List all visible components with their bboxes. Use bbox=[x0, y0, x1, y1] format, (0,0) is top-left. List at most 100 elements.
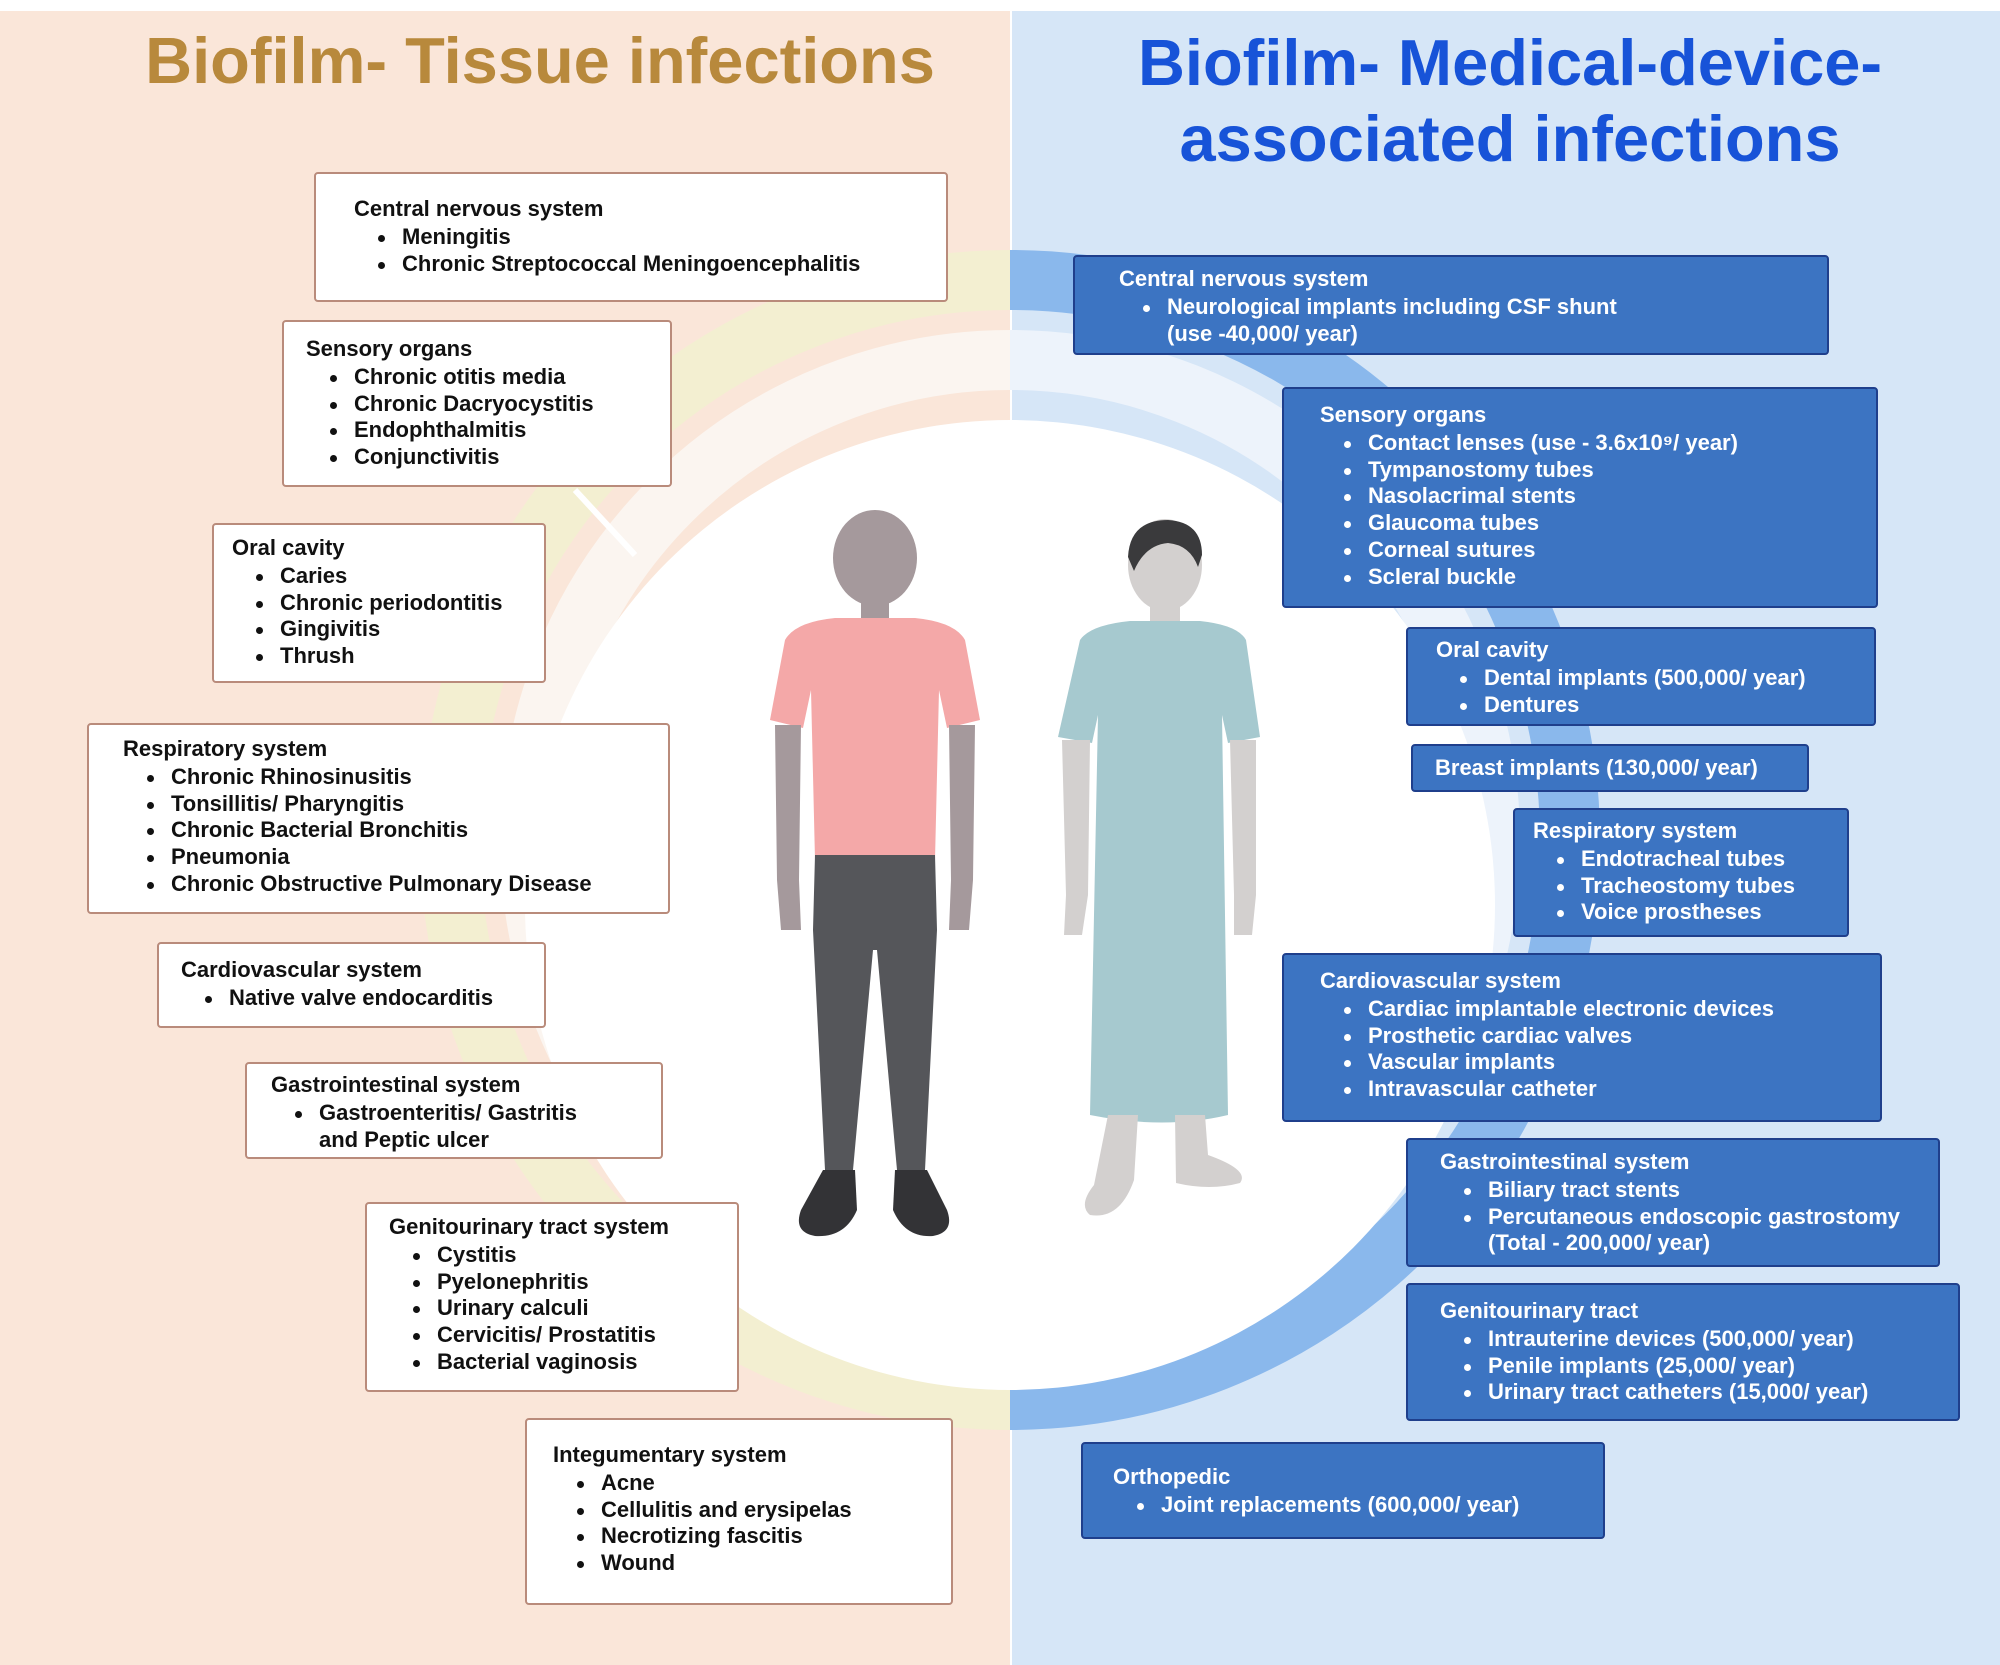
list-item: Chronic Streptococcal Meningoencephaliti… bbox=[378, 251, 946, 278]
list-item: Conjunctivitis bbox=[330, 444, 670, 471]
list-item: Biliary tract stents bbox=[1464, 1177, 1938, 1204]
list-item: Contact lenses (use - 3.6x10⁹/ year) bbox=[1344, 430, 1876, 457]
center-white-circle bbox=[530, 425, 1490, 1385]
list-item: Chronic Rhinosinusitis bbox=[147, 764, 668, 791]
box-list: Chronic otitis media Chronic Dacryocysti… bbox=[306, 364, 670, 471]
box-heading: Orthopedic bbox=[1113, 1464, 1231, 1489]
list-item: Urinary tract catheters (15,000/ year) bbox=[1464, 1379, 1958, 1406]
list-item: Chronic otitis media bbox=[330, 364, 670, 391]
box-list: Native valve endocarditis bbox=[181, 985, 544, 1012]
list-item: Neurological implants including CSF shun… bbox=[1143, 294, 1647, 348]
tissue-box-integumentary-system: Integumentary system Acne Cellulitis and… bbox=[525, 1418, 953, 1605]
box-heading: Integumentary system bbox=[553, 1442, 787, 1467]
list-item: Intravascular catheter bbox=[1344, 1076, 1880, 1103]
list-item: Thrush bbox=[256, 643, 544, 670]
box-heading: Gastrointestinal system bbox=[1440, 1149, 1690, 1174]
device-infections-title: Biofilm- Medical-device- associated infe… bbox=[1040, 25, 1980, 177]
list-item: Voice prostheses bbox=[1557, 899, 1847, 926]
list-item: Gastroenteritis/ Gastritis and Peptic ul… bbox=[295, 1100, 621, 1154]
box-list: Dental implants (500,000/ year) Dentures bbox=[1436, 665, 1874, 719]
list-item: Chronic Bacterial Bronchitis bbox=[147, 817, 668, 844]
list-item: Meningitis bbox=[378, 224, 946, 251]
person-left-shoe bbox=[798, 1170, 857, 1237]
tissue-box-gastrointestinal-system: Gastrointestinal system Gastroenteritis/… bbox=[245, 1062, 663, 1159]
patient-left-arm bbox=[1062, 740, 1090, 935]
box-list: Caries Chronic periodontitis Gingivitis … bbox=[232, 563, 544, 670]
box-heading: Breast implants (130,000/ year) bbox=[1435, 754, 1758, 780]
box-list: Acne Cellulitis and erysipelas Necrotizi… bbox=[553, 1470, 951, 1577]
box-list: Intrauterine devices (500,000/ year) Pen… bbox=[1440, 1326, 1958, 1406]
list-item: Glaucoma tubes bbox=[1344, 510, 1876, 537]
list-item: Corneal sutures bbox=[1344, 537, 1876, 564]
box-list: Joint replacements (600,000/ year) bbox=[1113, 1492, 1603, 1519]
box-heading: Oral cavity bbox=[232, 535, 345, 560]
box-list: Neurological implants including CSF shun… bbox=[1119, 294, 1787, 348]
list-item: Intrauterine devices (500,000/ year) bbox=[1464, 1326, 1958, 1353]
list-item: Native valve endocarditis bbox=[205, 985, 544, 1012]
box-heading: Cardiovascular system bbox=[1320, 968, 1561, 993]
tissue-box-sensory-organs: Sensory organs Chronic otitis media Chro… bbox=[282, 320, 672, 487]
box-list: Chronic Rhinosinusitis Tonsillitis/ Phar… bbox=[123, 764, 668, 898]
list-item: Gingivitis bbox=[256, 616, 544, 643]
person-figure bbox=[770, 510, 980, 1237]
list-item: Endophthalmitis bbox=[330, 417, 670, 444]
list-item: Bacterial vaginosis bbox=[413, 1349, 737, 1376]
list-item: Nasolacrimal stents bbox=[1344, 483, 1876, 510]
list-item: Wound bbox=[577, 1550, 951, 1577]
list-item: Vascular implants bbox=[1344, 1049, 1880, 1076]
list-item: Prosthetic cardiac valves bbox=[1344, 1023, 1880, 1050]
person-right-shoe bbox=[893, 1170, 950, 1237]
device-box-gastrointestinal-system: Gastrointestinal system Biliary tract st… bbox=[1406, 1138, 1940, 1267]
patient-right-leg bbox=[1175, 1115, 1242, 1187]
box-list: Meningitis Chronic Streptococcal Meningo… bbox=[354, 224, 946, 278]
box-heading: Sensory organs bbox=[1320, 402, 1487, 427]
list-item: Chronic Obstructive Pulmonary Disease bbox=[147, 871, 668, 898]
person-right-arm bbox=[949, 725, 975, 930]
box-heading: Genitourinary tract bbox=[1440, 1298, 1639, 1323]
list-item: Cardiac implantable electronic devices bbox=[1344, 996, 1880, 1023]
list-item: Pyelonephritis bbox=[413, 1269, 737, 1296]
tissue-infections-title: Biofilm- Tissue infections bbox=[90, 25, 990, 97]
list-item: Caries bbox=[256, 563, 544, 590]
list-item: Dentures bbox=[1460, 692, 1874, 719]
device-infections-title-line2: associated infections bbox=[1179, 102, 1841, 176]
list-item: Penile implants (25,000/ year) bbox=[1464, 1353, 1958, 1380]
device-box-oral-cavity: Oral cavity Dental implants (500,000/ ye… bbox=[1406, 627, 1876, 726]
box-heading: Gastrointestinal system bbox=[271, 1072, 521, 1097]
list-item: Tracheostomy tubes bbox=[1557, 873, 1847, 900]
list-item: Necrotizing fascitis bbox=[577, 1523, 951, 1550]
patient-figure bbox=[1058, 519, 1260, 1216]
list-item: Acne bbox=[577, 1470, 951, 1497]
list-item: Pneumonia bbox=[147, 844, 668, 871]
device-box-orthopedic: Orthopedic Joint replacements (600,000/ … bbox=[1081, 1442, 1605, 1539]
device-box-central-nervous-system: Central nervous system Neurological impl… bbox=[1073, 255, 1829, 355]
patient-left-leg bbox=[1084, 1115, 1138, 1216]
patient-hair bbox=[1128, 520, 1202, 571]
box-heading: Respiratory system bbox=[1533, 818, 1738, 843]
box-heading: Sensory organs bbox=[306, 336, 473, 361]
box-list: Cystitis Pyelonephritis Urinary calculi … bbox=[389, 1242, 737, 1376]
box-list: Endotracheal tubes Tracheostomy tubes Vo… bbox=[1533, 846, 1847, 926]
list-item: Percutaneous endoscopic gastrostomy (Tot… bbox=[1464, 1204, 1938, 1258]
list-item: Endotracheal tubes bbox=[1557, 846, 1847, 873]
tissue-box-genitourinary-system: Genitourinary tract system Cystitis Pyel… bbox=[365, 1202, 739, 1392]
device-box-genitourinary-tract: Genitourinary tract Intrauterine devices… bbox=[1406, 1283, 1960, 1421]
list-item: Cellulitis and erysipelas bbox=[577, 1497, 951, 1524]
list-item: Tonsillitis/ Pharyngitis bbox=[147, 791, 668, 818]
list-item: Joint replacements (600,000/ year) bbox=[1137, 1492, 1603, 1519]
list-item: Cystitis bbox=[413, 1242, 737, 1269]
list-item: Cervicitis/ Prostatitis bbox=[413, 1322, 737, 1349]
list-item: Scleral buckle bbox=[1344, 564, 1876, 591]
person-shirt bbox=[770, 618, 980, 860]
patient-gown bbox=[1058, 621, 1260, 1123]
box-list: Gastroenteritis/ Gastritis and Peptic ul… bbox=[271, 1100, 621, 1154]
tissue-box-respiratory-system: Respiratory system Chronic Rhinosinusiti… bbox=[87, 723, 670, 914]
patient-right-arm bbox=[1230, 740, 1256, 935]
device-box-sensory-organs: Sensory organs Contact lenses (use - 3.6… bbox=[1282, 387, 1878, 608]
list-item: Dental implants (500,000/ year) bbox=[1460, 665, 1874, 692]
box-heading: Central nervous system bbox=[354, 196, 604, 221]
device-infections-title-line1: Biofilm- Medical-device- bbox=[1137, 26, 1883, 99]
tissue-box-cardiovascular-system: Cardiovascular system Native valve endoc… bbox=[157, 942, 546, 1028]
